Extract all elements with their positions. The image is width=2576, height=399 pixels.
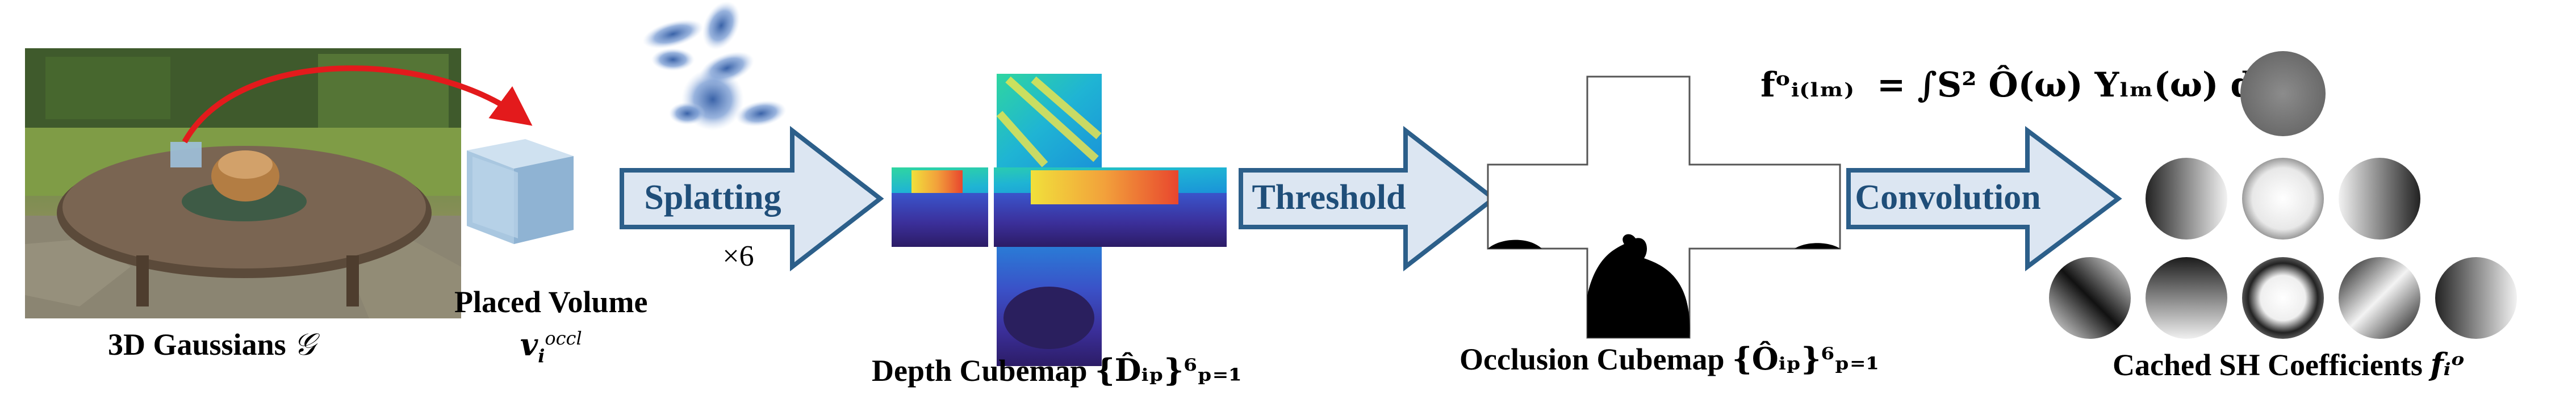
depth-cubemap-text: Depth Cubemap	[872, 354, 1088, 388]
formula-rhs: = ∫S² Ô(ω) Yₗₘ(ω) dω	[1877, 65, 2286, 105]
gaussians-caption: 3D Gaussians 𝒢	[108, 326, 316, 363]
sh-sphere-l1-m1	[2339, 158, 2420, 240]
cached-sh-text: Cached SH Coefficients	[2113, 348, 2423, 382]
depth-cubemap	[892, 74, 1227, 366]
occlusion-cubemap-caption: Occlusion Cubemap {Ôᵢₚ}⁶ₚ₌₁	[1460, 341, 1879, 377]
depth-set: {D̂ᵢₚ}⁶ₚ₌₁	[1095, 352, 1242, 388]
sh-coefficient-spheres	[2049, 51, 2517, 339]
cached-sh-symbol: fᵢᵒ	[2430, 346, 2465, 383]
placed-volume-line1: Placed Volume	[454, 285, 648, 319]
formula-lhs: fᵒᵢ₍ₗₘ₎	[1760, 65, 1854, 105]
placed-volume-marker	[170, 142, 202, 167]
sh-sphere-l2-m-2	[2049, 257, 2131, 339]
sh-sphere-l1-m0	[2242, 158, 2324, 240]
sh-sphere-l2-m0	[2242, 257, 2324, 339]
sh-sphere-l1-m-1	[2146, 158, 2227, 240]
gaussians-symbol: 𝒢	[294, 326, 316, 362]
occlusion-cubemap-text: Occlusion Cubemap	[1460, 342, 1725, 376]
sh-sphere-l0	[2240, 51, 2326, 136]
occlusion-cubemap	[1487, 75, 1841, 339]
convolution-label: Convolution	[1855, 178, 2040, 217]
cube-icon	[467, 139, 574, 244]
threshold-label: Threshold	[1252, 178, 1406, 217]
sh-sphere-l2-m2	[2435, 257, 2517, 339]
placed-volume-symbol-group: vioccl	[454, 320, 648, 374]
occlusion-set: {Ôᵢₚ}⁶ₚ₌₁	[1732, 341, 1880, 377]
splatting-arrow: Splatting	[620, 125, 884, 272]
threshold-arrow: Threshold	[1239, 125, 1498, 272]
splatting-label: Splatting	[644, 178, 781, 217]
sh-sphere-l2-m1	[2339, 257, 2420, 339]
depth-cubemap-caption: Depth Cubemap {D̂ᵢₚ}⁶ₚ₌₁	[872, 352, 1242, 388]
multiplier-label: ×6	[722, 240, 754, 272]
placed-volume-sup: occl	[545, 327, 582, 349]
gaussians-caption-text: 3D Gaussians	[108, 327, 286, 362]
gaussian-blobs-icon	[642, 1, 787, 131]
cached-sh-caption: Cached SH Coefficients fᵢᵒ	[2113, 346, 2465, 383]
placed-volume-sub: i	[538, 345, 545, 367]
red-curved-arrow	[182, 65, 533, 144]
convolution-arrow: Convolution	[1846, 126, 2122, 271]
placed-volume-symbol: v	[520, 326, 538, 363]
placed-volume-caption: Placed Volume vioccl	[454, 284, 648, 374]
scene-photo	[25, 48, 461, 318]
sh-sphere-l2-m-1	[2146, 257, 2227, 339]
